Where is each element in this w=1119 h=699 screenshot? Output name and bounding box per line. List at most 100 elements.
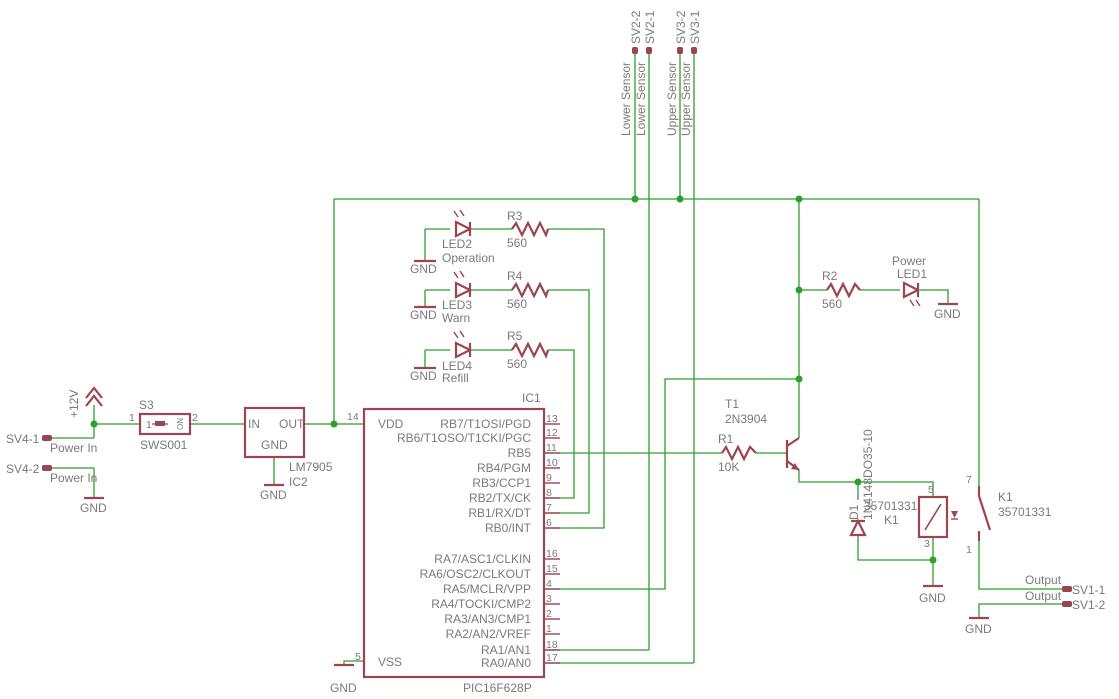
t1-ref: T1 <box>725 397 739 411</box>
contact-pin-bot: 1 <box>966 544 972 556</box>
mcu-pin-number: 11 <box>546 442 557 454</box>
mcu-pin-number: 18 <box>546 639 558 651</box>
switch-value: SWS001 <box>140 438 188 452</box>
relay-k1: 1N4148DO35-10 D1 5 3 K1 35701331 7 1 K1 … <box>847 429 1052 605</box>
led4-refill: R5 560 LED4 Refill GND <box>410 329 550 385</box>
gnd-label-power: GND <box>80 501 107 515</box>
mcu-pin-number: 6 <box>546 517 552 529</box>
mcu-pin-number: 17 <box>546 652 558 664</box>
mcu-pin-number: 7 <box>546 502 552 514</box>
mcu-pin-number: 8 <box>546 487 552 499</box>
mcu-pin-number: 10 <box>546 457 558 469</box>
sv3-1-signal: Upper Sensor <box>679 62 693 136</box>
mcu-pin-name: RA2/AN2/VREF <box>446 627 531 641</box>
sv1-1-label: Output <box>1025 573 1062 587</box>
mcu-pin-name: RB4/PGM <box>477 461 531 475</box>
regulator-value: LM7905 <box>289 460 333 474</box>
sv3-1-pin: SV3-1 <box>688 10 702 44</box>
regulator-out: OUT <box>279 417 305 431</box>
sv2-2-signal: Lower Sensor <box>619 62 633 136</box>
power-led: R2 560 Power LED1 GND <box>822 254 961 321</box>
coil-pin-bot: 3 <box>924 538 930 550</box>
mcu-ic1: IC1 PIC16F628P VDD 1 4 VSS 5 GND RB7/T1OS… <box>330 391 560 695</box>
wires <box>50 52 1064 664</box>
sv3-2-signal: Upper Sensor <box>665 62 679 136</box>
output-gnd: GND <box>965 622 992 636</box>
led2-gnd: GND <box>410 262 437 276</box>
relay-gnd: GND <box>919 591 946 605</box>
junctions <box>90 195 937 564</box>
power-led-ref: LED1 <box>897 267 927 281</box>
mcu-vss-pin: 5 <box>355 651 361 663</box>
sensor-connectors: SV2-2 SV2-1 SV3-2 SV3-1 Lower Sensor Low… <box>619 10 702 136</box>
led4-ref: LED4 <box>442 359 472 373</box>
contact-pin-top: 7 <box>966 474 972 486</box>
sv3-2-pin: SV3-2 <box>674 10 688 44</box>
r3-ref: R3 <box>507 209 523 223</box>
r5-ref: R5 <box>507 329 523 343</box>
switch-s3: 1 ON S3 SWS001 1 2 <box>129 398 198 452</box>
mcu-vss: VSS <box>378 655 402 669</box>
switch-pin2: 2 <box>192 412 198 424</box>
power-led-label: Power <box>892 254 926 268</box>
switch-pin1-mark: 1 <box>146 419 152 431</box>
mcu-pin-name: RA1/AN1 <box>481 643 531 657</box>
sv2-1-signal: Lower Sensor <box>634 62 648 136</box>
t1-value: 2N3904 <box>725 412 767 426</box>
regulator-gnd-label: GND <box>260 488 287 502</box>
contact-ref: K1 <box>998 490 1013 504</box>
sv1-2-pin: SV1-2 <box>1072 598 1106 612</box>
regulator-gnd-pin: GND <box>261 438 288 452</box>
mcu-pin-number: 16 <box>546 548 558 560</box>
mcu-pin-name: RB0/INT <box>485 521 532 535</box>
mcu-pin-name: RB6/T1OSO/T1CKI/PGC <box>397 431 531 445</box>
led3-ref: LED3 <box>442 298 472 312</box>
switch-on-mark: ON <box>176 418 185 430</box>
mcu-pin-number: 15 <box>546 563 558 575</box>
sv4-1-pin: SV4-1 <box>6 432 40 446</box>
coil-ref: K1 <box>884 513 899 527</box>
switch-pin1: 1 <box>129 412 135 424</box>
r3-value: 560 <box>507 236 527 250</box>
contact-value: 35701331 <box>998 505 1052 519</box>
led2-label: Operation <box>442 251 495 265</box>
mcu-pin-name: RB3/CCP1 <box>472 476 531 490</box>
led4-gnd: GND <box>410 369 437 383</box>
led3-gnd: GND <box>410 308 437 322</box>
regulator-ref: IC2 <box>289 475 308 489</box>
led2-ref: LED2 <box>442 237 472 251</box>
supply-label: +12V <box>67 390 81 418</box>
mcu-pin-number: 9 <box>546 472 552 484</box>
mcu-ref: IC1 <box>522 391 541 405</box>
mcu-pin-name: RA6/OSC2/CLKOUT <box>420 567 532 581</box>
mcu-pin-name: RA4/TOCKI/CMP2 <box>431 597 531 611</box>
switch-ref: S3 <box>139 398 154 412</box>
mcu-pin-number: 1 <box>546 623 552 635</box>
r5-value: 560 <box>507 357 527 371</box>
mcu-pin-number: 3 <box>546 593 552 605</box>
coil-value: 35701331 <box>864 499 918 513</box>
r4-ref: R4 <box>507 269 523 283</box>
sv4-1-label: Power In <box>50 441 97 455</box>
mcu-pin-name: RB7/T1OSI/PGD <box>440 417 531 431</box>
mcu-pin-name: RA5/MCLR/VPP <box>443 582 531 596</box>
sv2-1-pin: SV2-1 <box>643 10 657 44</box>
d1-ref: D1 <box>847 504 861 520</box>
mcu-pin-number: 13 <box>546 413 558 425</box>
sv2-2-pin: SV2-2 <box>629 10 643 44</box>
r2-ref: R2 <box>822 269 838 283</box>
mcu-gnd: GND <box>330 681 357 695</box>
mcu-pin-name: RB1/RX/DT <box>468 506 531 520</box>
sv4-2-label: Power In <box>50 471 97 485</box>
led3-label: Warn <box>442 311 470 325</box>
regulator-in: IN <box>248 417 260 431</box>
transistor-t1: R1 10K T1 2N3904 <box>718 397 800 474</box>
mcu-pin-number: 2 <box>546 608 552 620</box>
r2-value: 560 <box>822 297 842 311</box>
mcu-pin-number: 4 <box>546 578 552 590</box>
mcu-value: PIC16F628P <box>463 681 532 695</box>
regulator-ic2: IN OUT GND LM7905 IC2 GND <box>243 406 333 502</box>
mcu-vdd: VDD <box>378 417 404 431</box>
